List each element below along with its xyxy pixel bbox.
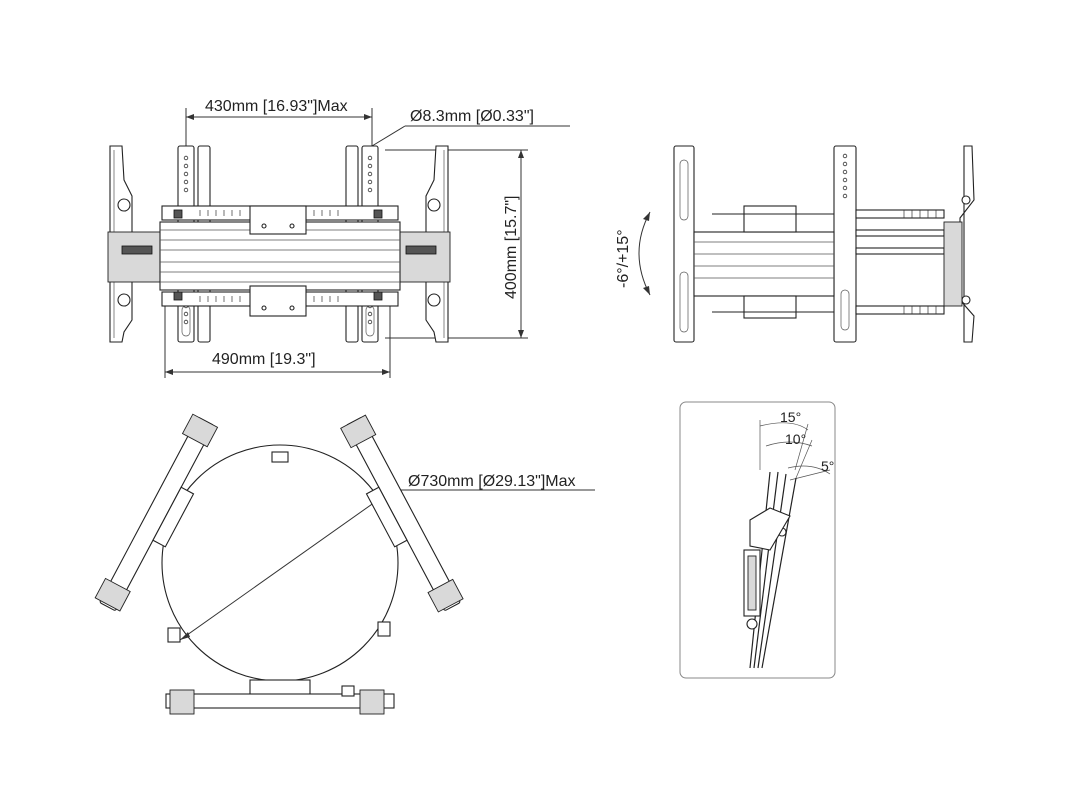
angle-15-label: 15° — [780, 409, 801, 425]
angle-5-label: 5° — [821, 458, 834, 474]
front-view: 430mm [16.93"]Max Ø8.3mm [Ø0.33"] 400mm … — [107, 98, 570, 378]
tilt-detail: 15° 10° 5° — [679, 401, 836, 679]
width-max-label: 430mm [16.93"]Max — [205, 98, 348, 115]
height-label: 400mm [15.7"] — [503, 195, 520, 299]
top-view: Ø730mm [Ø29.13"]Max — [94, 413, 595, 715]
tilt-range-label: -6°/+15° — [615, 229, 632, 288]
overall-width-label: 490mm [19.3"] — [212, 351, 316, 368]
side-view: -6°/+15° — [615, 145, 975, 343]
angle-10-label: 10° — [785, 431, 806, 447]
diameter-max-label: Ø730mm [Ø29.13"]Max — [408, 473, 576, 490]
hole-diameter-label: Ø8.3mm [Ø0.33"] — [410, 108, 534, 125]
